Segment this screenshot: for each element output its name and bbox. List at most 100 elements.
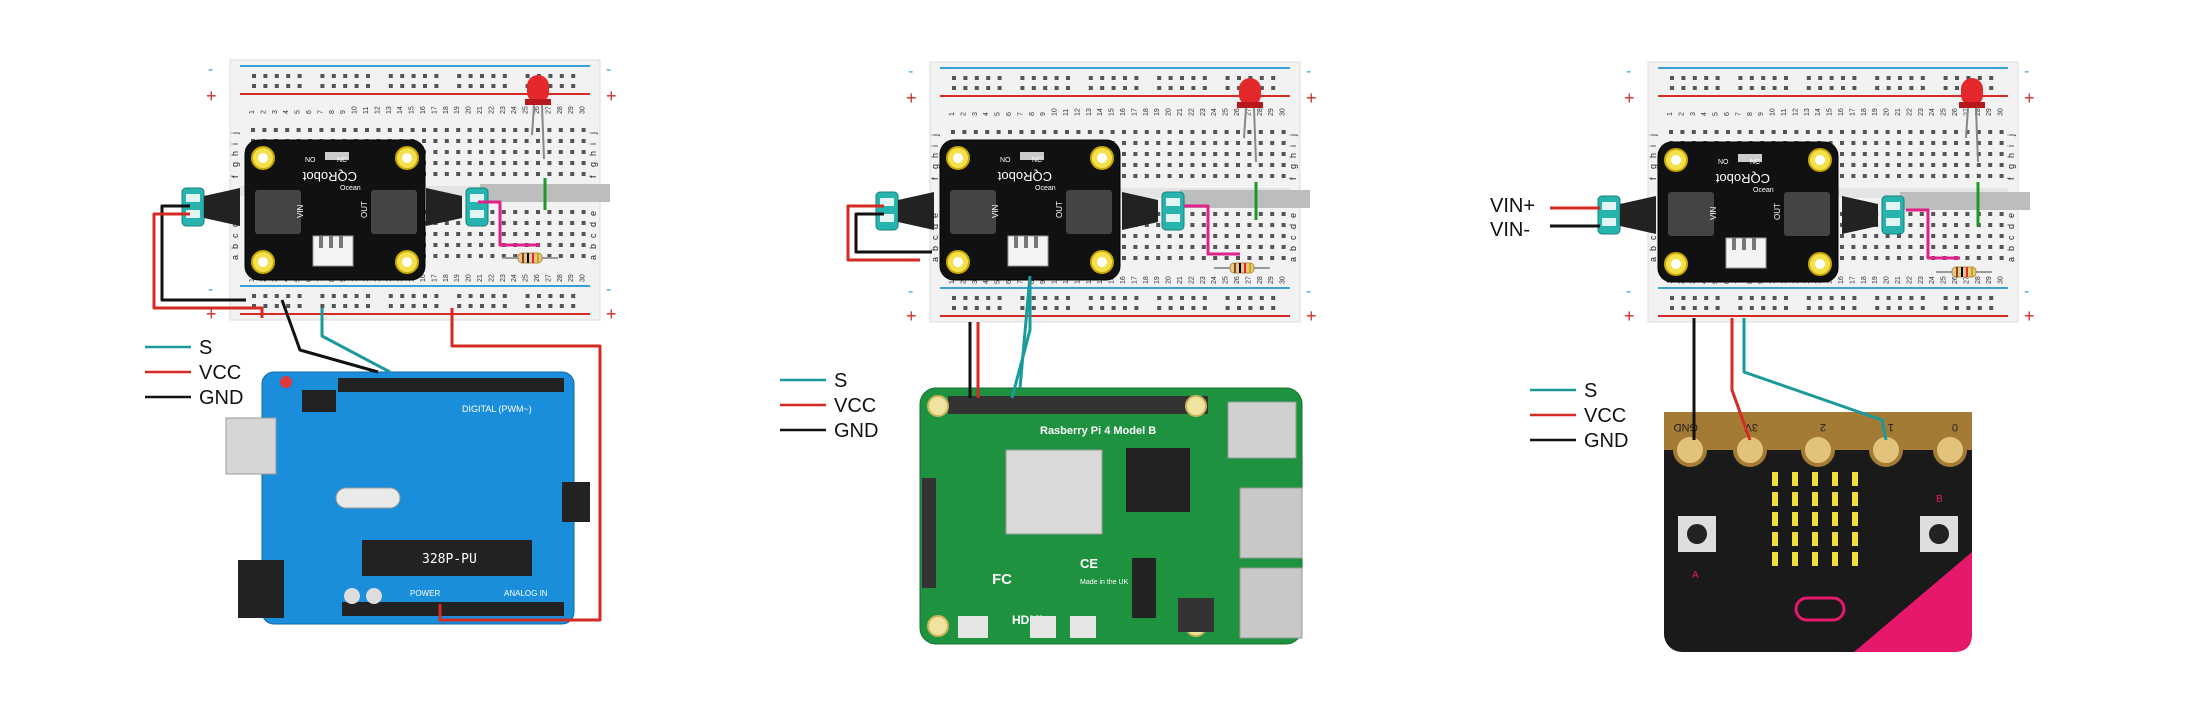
terminal-hole <box>1213 130 1218 134</box>
terminal-hole <box>1794 130 1799 134</box>
led-matrix-pixel <box>1812 552 1818 566</box>
rail-hole <box>1920 86 1925 90</box>
led-matrix-pixel <box>1772 492 1778 506</box>
terminal-hole <box>1190 223 1195 227</box>
wire <box>854 212 932 254</box>
terminal-hole <box>501 221 506 225</box>
row-letter: f <box>1648 177 1658 180</box>
rail-hole <box>1020 306 1025 310</box>
rail-hole <box>1681 86 1686 90</box>
rail-hole <box>1157 76 1162 80</box>
rail-hole <box>331 84 336 88</box>
pi-title: Rasberry Pi 4 Model B <box>1040 425 1156 437</box>
terminal-hole <box>1988 152 1993 156</box>
terminal-hole <box>1167 163 1172 167</box>
terminal-hole <box>1144 223 1149 227</box>
terminal-hole <box>1167 174 1172 178</box>
rail-hole <box>1020 76 1025 80</box>
terminal-hole <box>1737 130 1742 134</box>
led-leg <box>531 104 535 136</box>
gland-body <box>1620 196 1656 234</box>
ce-label: CE <box>1080 556 1098 571</box>
rail-hole <box>559 304 564 308</box>
rail-hole <box>491 84 496 88</box>
terminal-hole <box>1008 130 1012 134</box>
terminal-hole <box>1201 152 1206 156</box>
module-pin-vin: VIN <box>991 204 1000 218</box>
rail-hole <box>1898 296 1902 300</box>
terminal-hole <box>581 150 586 154</box>
rail-hole <box>1749 296 1754 300</box>
terminal-hole <box>342 128 347 132</box>
rail-hole <box>1784 76 1788 80</box>
rail-hole <box>1761 76 1766 80</box>
row-letter: e <box>2006 213 2016 218</box>
legend-label: VCC <box>199 362 241 384</box>
column-number: 27 <box>1963 276 1970 284</box>
terminal-hole <box>1156 234 1161 238</box>
terminal-hole <box>467 139 472 143</box>
terminal-hole <box>1281 223 1286 227</box>
rail-hole <box>952 296 956 300</box>
terminal-hole <box>479 161 483 165</box>
terminal-hole <box>1190 174 1195 178</box>
rail-minus-label: - <box>606 61 611 78</box>
display-connector <box>922 478 936 588</box>
rail-hole <box>1066 76 1070 80</box>
cable-gland <box>426 188 462 226</box>
column-number: 15 <box>1109 276 1116 284</box>
terminal-hole <box>456 221 461 225</box>
terminal-hole <box>1156 130 1161 134</box>
terminal-hole <box>1862 174 1867 178</box>
made-in-label: Made in the UK <box>1080 579 1129 586</box>
rail-hole <box>1852 76 1857 80</box>
terminal-hole <box>490 128 495 132</box>
terminal-hole <box>1840 234 1844 238</box>
rail-plus-label: + <box>2024 306 2035 326</box>
rail-hole <box>525 74 530 78</box>
terminal-hole <box>1931 163 1936 167</box>
terminal-hole <box>1258 163 1263 167</box>
rail-hole <box>400 84 405 88</box>
led-rim <box>1959 102 1985 108</box>
input-terminal <box>1597 195 1621 235</box>
rail-hole <box>1168 76 1173 80</box>
terminal-hole <box>490 210 495 214</box>
rail-plus-label: + <box>2024 88 2035 108</box>
row-letter: b <box>588 244 598 249</box>
terminal-hole <box>1999 245 2004 249</box>
rail-hole <box>1898 76 1902 80</box>
module-pin-no: NO <box>1718 159 1729 166</box>
terminal-hole <box>513 150 518 154</box>
rail-hole <box>411 74 416 78</box>
terminal-hole <box>433 243 438 247</box>
terminal-hole <box>1908 174 1913 178</box>
terminal-hole <box>1919 141 1924 145</box>
wire <box>320 308 391 374</box>
gland-body <box>426 188 462 226</box>
rail-hole <box>491 74 496 78</box>
row-letter: b <box>230 244 240 249</box>
terminal-hole <box>1213 174 1218 178</box>
terminal-hole <box>985 130 990 134</box>
terminal-hole <box>1840 174 1844 178</box>
rail-hole <box>1875 306 1880 310</box>
row-letter: h <box>1288 153 1298 158</box>
terminal-hole <box>1190 256 1195 260</box>
terminal-hole <box>524 128 529 132</box>
connector-pin <box>1752 238 1756 250</box>
rail-hole <box>480 294 484 298</box>
rail-plus-label: + <box>1306 88 1317 108</box>
terminal-hole <box>1919 130 1924 134</box>
terminal-hole <box>536 128 540 132</box>
terminal-hole <box>365 128 369 132</box>
terminal-screw <box>1166 198 1180 206</box>
rail-hole <box>274 304 279 308</box>
rail-hole <box>286 74 291 78</box>
terminal-hole <box>433 172 438 176</box>
button-b-label: B <box>1936 494 1943 505</box>
rail-hole <box>1088 306 1093 310</box>
terminal-hole <box>1931 245 1936 249</box>
